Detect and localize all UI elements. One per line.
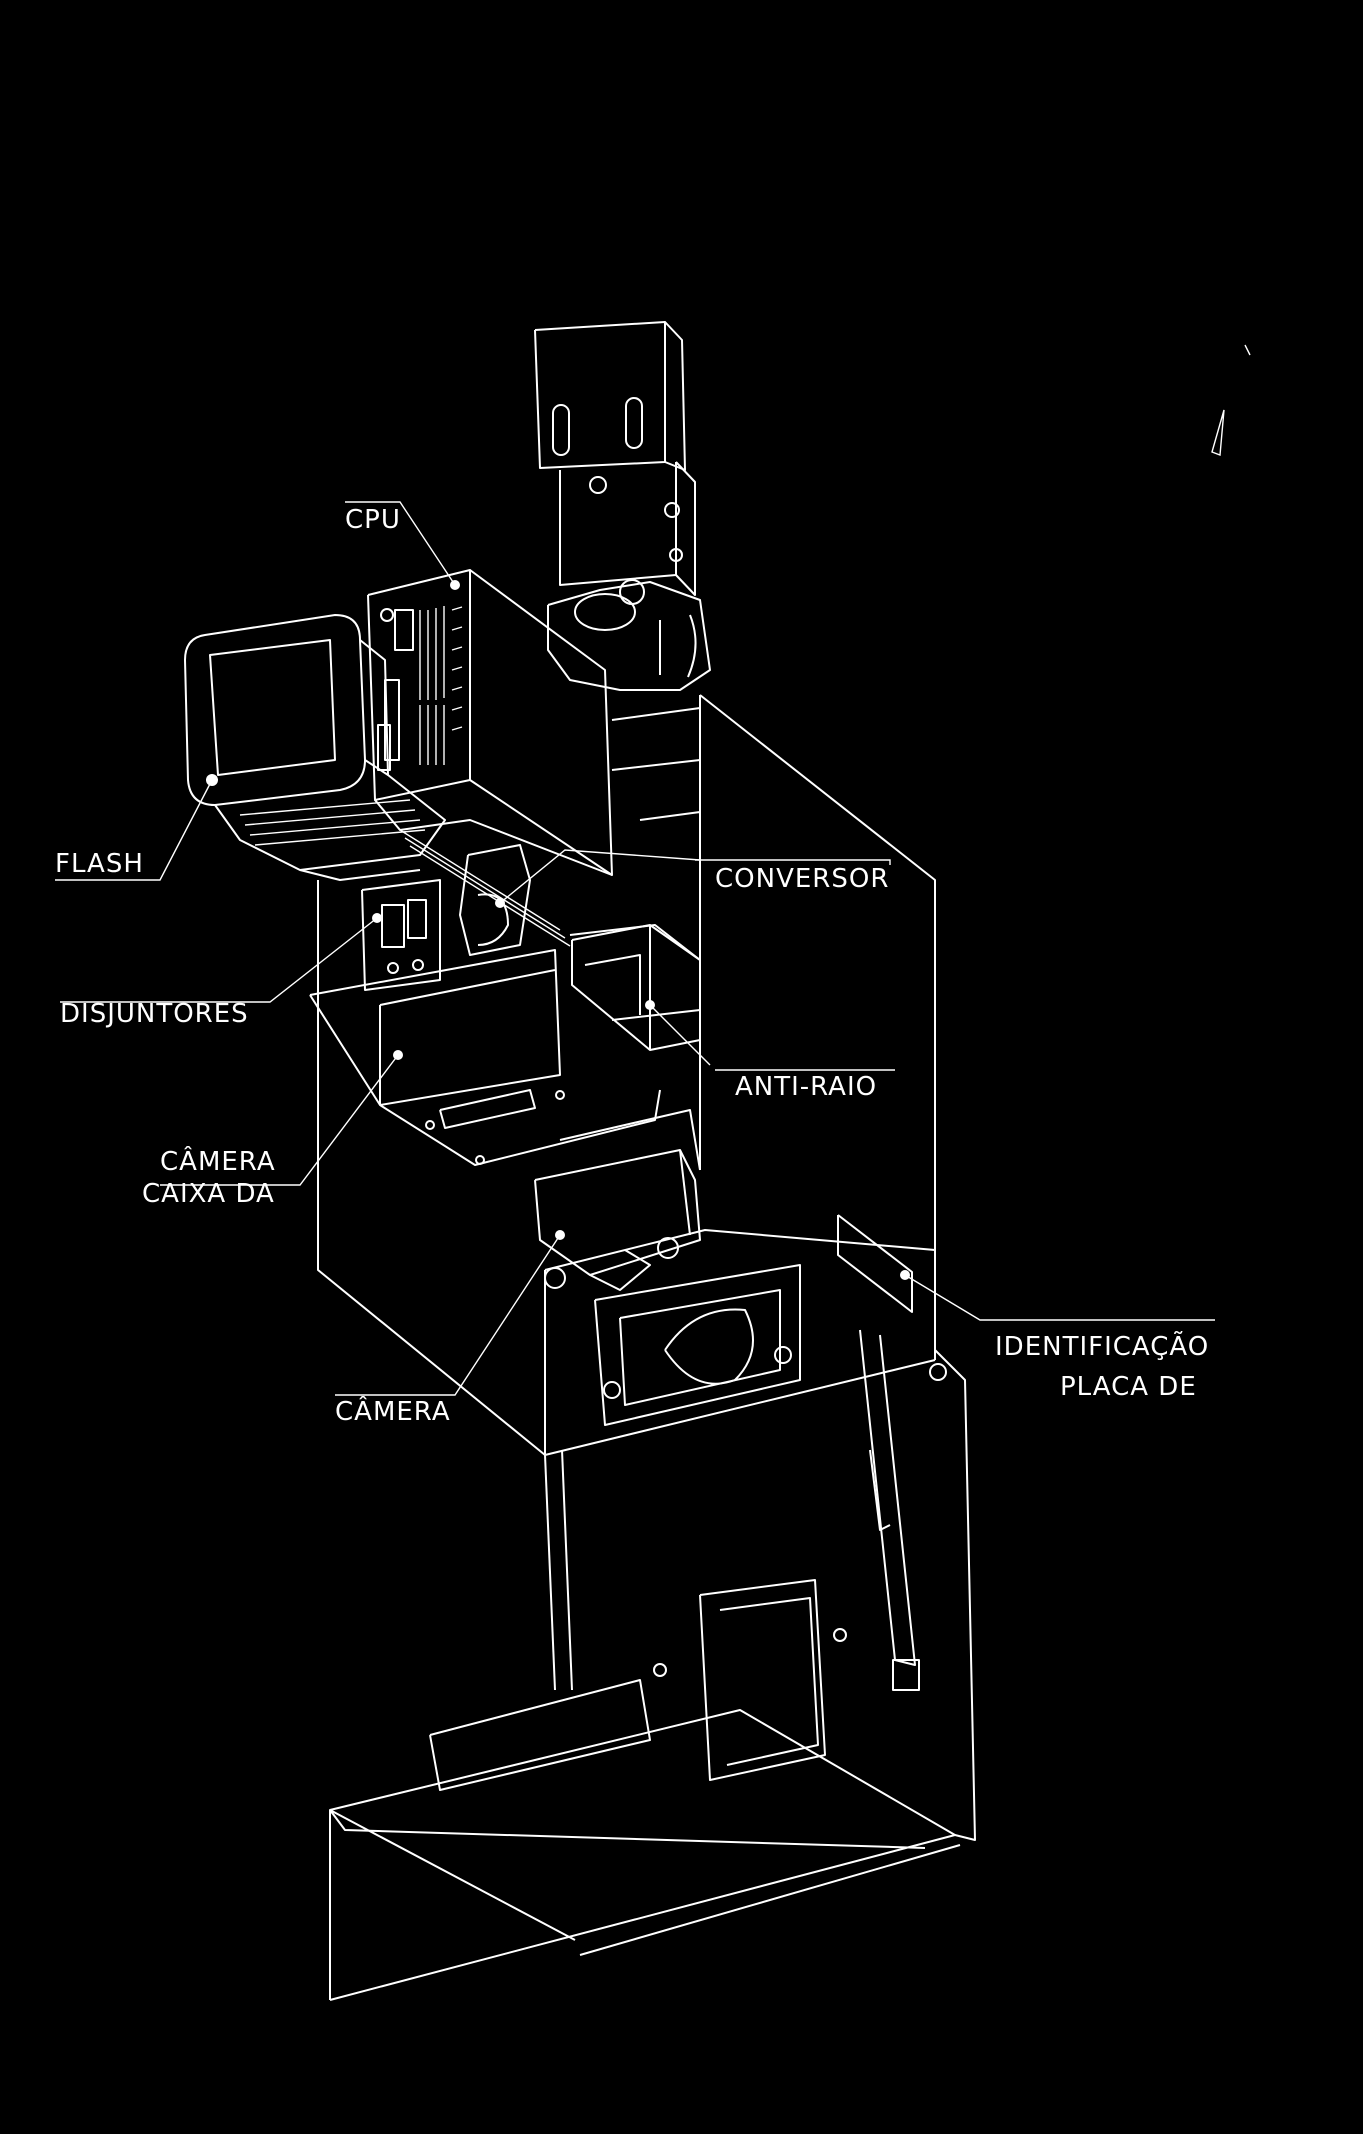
cpu-unit: [367, 569, 613, 947]
label-placa-line2: IDENTIFICAÇÃO: [995, 1330, 1209, 1362]
label-flash: FLASH: [55, 849, 144, 879]
label-cpu: CPU: [345, 505, 401, 535]
labels: CPU FLASH CONVERSOR DISJUNTORES ANTI-RAI…: [55, 505, 1209, 1427]
label-camera: CÂMERA: [335, 1395, 451, 1427]
label-disjuntores: DISJUNTORES: [60, 999, 249, 1029]
camera-box: [309, 949, 661, 1166]
label-caixa-line1: CAIXA DA: [142, 1179, 275, 1209]
camera-unit: [534, 1149, 701, 1291]
label-anti-raio: ANTI-RAIO: [735, 1072, 877, 1102]
lower-stand: [329, 1329, 976, 2001]
label-placa-line1: PLACA DE: [1060, 1372, 1197, 1402]
mounting-bracket: [534, 321, 711, 691]
leader-lines: [55, 501, 1215, 1396]
flash-unit: [184, 614, 446, 881]
label-caixa-line2: CÂMERA: [160, 1145, 276, 1177]
conversor-unit: [459, 844, 531, 956]
label-conversor: CONVERSOR: [715, 864, 889, 894]
anti-raio-unit: [571, 924, 701, 1051]
scan-marks: [1211, 344, 1251, 456]
